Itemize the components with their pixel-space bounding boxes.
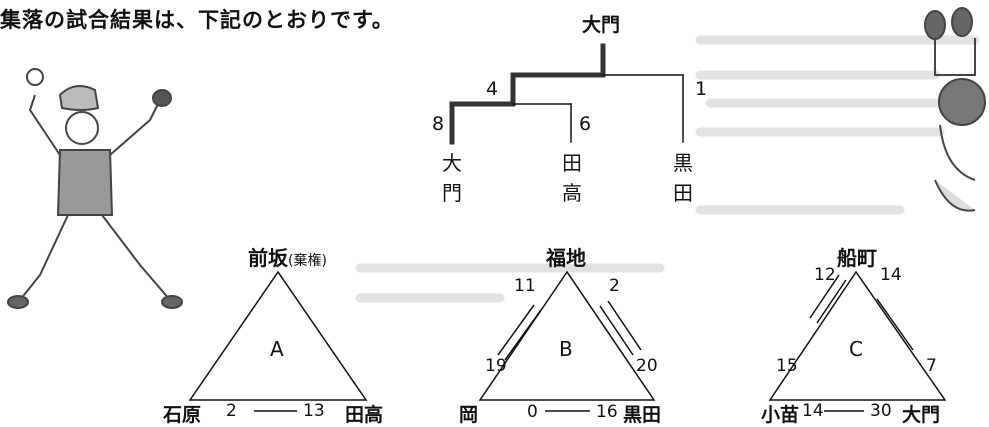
- triangle-a-label: A: [270, 337, 284, 361]
- league-triangles: [188, 270, 947, 401]
- triangle-c-left-score: 15: [776, 356, 798, 376]
- triangle-b-bottom-left-score: 0: [527, 402, 538, 422]
- triangle-b-top-right-score: 2: [609, 276, 620, 296]
- triangle-c-bottom-right-team: 大門: [902, 404, 941, 426]
- triangle-a-bottom-right-team: 田高: [345, 404, 384, 426]
- triangle-a-bottom-right-score: 13: [303, 401, 325, 421]
- triangle-c-right-score: 7: [926, 356, 937, 376]
- triangle-a-top-name: 前坂: [248, 246, 288, 270]
- triangle-b-right-score: 20: [636, 356, 658, 376]
- triangle-a-forfeit-note: (棄権): [288, 253, 327, 269]
- bracket-team: 黒田: [673, 151, 693, 205]
- pitcher-illustration: [7, 68, 183, 309]
- page-heading: 集落の試合結果は、下記のとおりです。: [0, 8, 394, 32]
- triangle-c-top-left-score: 12: [814, 265, 836, 285]
- triangle-b-top-team: 福地: [546, 246, 586, 270]
- bracket-score-right: 1: [695, 78, 708, 100]
- triangle-a-bottom-left-score: 2: [226, 401, 237, 421]
- triangle-b-left-score: 19: [485, 356, 507, 376]
- bracket-score-team-a: 8: [432, 113, 445, 135]
- triangle-b-bottom-right-score: 16: [596, 402, 618, 422]
- bracket-team: 田高: [562, 151, 582, 205]
- bracket-score-team-b: 6: [579, 113, 592, 135]
- background-text-texture: [355, 35, 980, 303]
- bracket-team: 大門: [442, 151, 462, 205]
- triangle-b-bottom-left-team: 岡: [459, 404, 479, 426]
- triangle-c-label: C: [849, 337, 863, 361]
- tournament-bracket-lines: [449, 43, 684, 145]
- triangle-c-bottom-left-team: 小苗: [761, 404, 800, 426]
- triangle-c-top-team: 船町: [837, 246, 877, 270]
- bracket-score-left: 4: [486, 78, 499, 100]
- triangle-b-label: B: [559, 337, 573, 361]
- catcher-illustration: [924, 7, 986, 212]
- triangle-b-top-left-score: 11: [514, 276, 536, 296]
- triangle-a-top-team: 前坂(棄権): [248, 242, 327, 271]
- triangle-c-bottom-right-score: 30: [870, 401, 892, 421]
- win-markers: [497, 274, 914, 361]
- triangle-c-top-right-score: 14: [880, 265, 902, 285]
- triangle-b-bottom-right-team: 黒田: [623, 404, 662, 426]
- triangle-a-bottom-left-team: 石原: [163, 404, 202, 426]
- bracket-winner: 大門: [582, 14, 621, 36]
- triangle-c-bottom-left-score: 14: [802, 401, 824, 421]
